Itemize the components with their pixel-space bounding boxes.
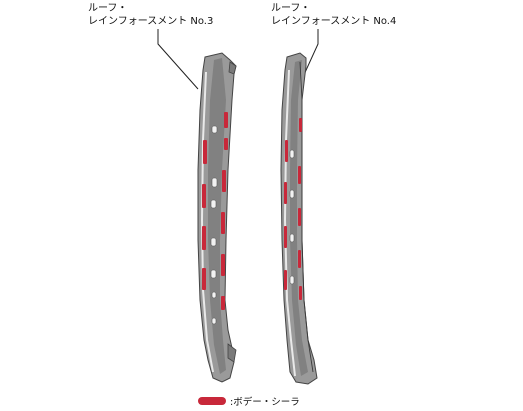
hole bbox=[289, 149, 295, 159]
sealer-mark bbox=[221, 212, 225, 234]
sealer-marks-no4 bbox=[284, 118, 302, 300]
sealer-mark bbox=[203, 140, 207, 164]
callout-label-no3: ルーフ・ レインフォースメント No.3 bbox=[88, 2, 213, 28]
sealer-mark bbox=[299, 118, 302, 132]
sealer-mark bbox=[224, 112, 228, 128]
legend-label: :ボデー・シーラ bbox=[230, 397, 300, 408]
sealer-mark bbox=[298, 208, 301, 226]
hole bbox=[211, 317, 217, 325]
sealer-mark bbox=[222, 170, 226, 192]
hole bbox=[211, 291, 217, 299]
hole bbox=[289, 189, 295, 199]
sealer-mark bbox=[202, 226, 206, 250]
hole bbox=[289, 233, 295, 243]
hole bbox=[211, 125, 218, 134]
hole bbox=[210, 237, 217, 247]
callout-no3-line2: レインフォースメント No.3 bbox=[88, 16, 214, 27]
sealer-mark bbox=[202, 184, 206, 208]
callout-no3-line1: ルーフ・ bbox=[88, 3, 128, 14]
sealer-mark bbox=[284, 182, 287, 204]
sealer-mark bbox=[221, 254, 225, 276]
sealer-marks-no3 bbox=[202, 112, 228, 310]
holes-no4 bbox=[289, 149, 295, 285]
holes-no3 bbox=[210, 125, 218, 325]
sealer-mark bbox=[202, 268, 206, 290]
roof-reinforcement-no3 bbox=[197, 52, 237, 383]
hole bbox=[211, 177, 218, 188]
leader-line-no3 bbox=[157, 29, 199, 90]
sealer-mark bbox=[298, 250, 301, 268]
sealer-mark bbox=[284, 226, 287, 248]
sealer-swatch bbox=[198, 397, 226, 405]
legend: :ボデー・シーラ bbox=[198, 394, 300, 408]
sealer-mark bbox=[284, 270, 287, 290]
hole bbox=[289, 275, 295, 285]
callout-no4-line2: レインフォースメント No.4 bbox=[271, 16, 397, 27]
sealer-mark bbox=[298, 166, 301, 184]
sealer-mark bbox=[285, 140, 288, 162]
callout-label-no4: ルーフ・ レインフォースメント No.4 bbox=[271, 2, 396, 28]
hole bbox=[210, 199, 217, 209]
sealer-mark bbox=[299, 286, 302, 300]
sealer-mark bbox=[221, 296, 225, 310]
sealer-mark bbox=[224, 138, 228, 150]
hole bbox=[210, 269, 217, 279]
callout-no4-line1: ルーフ・ bbox=[271, 3, 311, 14]
